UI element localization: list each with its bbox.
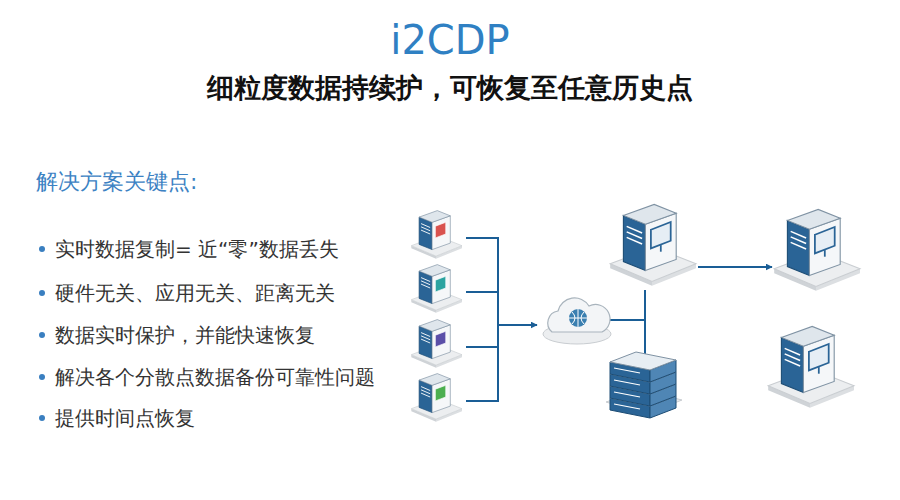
source-server	[411, 265, 462, 313]
subtitle-slot: 细粒度数据持续护，可恢复至任意历史点	[0, 70, 900, 105]
server-symbol	[411, 211, 462, 259]
wire	[466, 400, 499, 402]
source-server	[411, 211, 462, 259]
globe	[569, 309, 587, 327]
cloud-symbol	[543, 298, 611, 344]
bullet-dot	[39, 415, 45, 421]
bullet-item-slot: 实时数据复制= 近“零”数据丢失	[55, 236, 339, 262]
bullet-item: 提供时间点恢复	[55, 405, 195, 431]
storage-symbol	[606, 352, 682, 418]
cloud	[548, 298, 610, 332]
server-symbol	[411, 320, 462, 368]
bullet-item-slot: 硬件无关、应用无关、距离无关	[55, 280, 335, 306]
server-symbol	[411, 265, 462, 313]
bullet-dot	[39, 290, 45, 296]
server-symbol	[768, 326, 854, 407]
subtitle: 细粒度数据持续护，可恢复至任意历史点	[0, 70, 900, 105]
arrow-wire	[698, 266, 772, 268]
app-icon	[435, 276, 445, 292]
disk-slab	[610, 352, 676, 382]
bus-wire	[497, 237, 499, 402]
bullet-dot	[39, 374, 45, 380]
arrow-wire	[498, 324, 537, 326]
bullet-item-slot: 提供时间点恢复	[55, 405, 195, 431]
bullet-item: 数据实时保护，并能快速恢复	[55, 322, 315, 348]
screen-symbol	[815, 227, 835, 257]
server-symbol	[774, 209, 860, 290]
title: i2CDP	[0, 14, 900, 66]
bullet-item: 实时数据复制= 近“零”数据丢失	[55, 236, 339, 262]
bullet-dot	[39, 332, 45, 338]
wire	[466, 346, 499, 348]
globe-lines	[569, 309, 587, 327]
source-server	[411, 374, 462, 422]
bullet-item-slot: 解决各个分散点数据备份可靠性问题	[55, 364, 375, 390]
bullet-item-slot: 数据实时保护，并能快速恢复	[55, 322, 315, 348]
screen-symbol	[809, 344, 829, 374]
app-icon	[435, 331, 445, 347]
wire	[466, 237, 499, 239]
screen-symbol	[651, 222, 671, 252]
source-server	[411, 320, 462, 368]
app-icon	[435, 385, 445, 401]
cdp-server	[610, 204, 696, 285]
server-symbol	[411, 374, 462, 422]
app-icon	[435, 222, 445, 238]
wire	[466, 291, 499, 293]
title-slot: i2CDP	[0, 14, 900, 66]
section-heading: 解决方案关键点:	[36, 168, 197, 197]
server-symbol	[610, 204, 696, 285]
section-heading-slot: 解决方案关键点:	[36, 168, 197, 197]
target-server	[774, 209, 860, 290]
target-server	[768, 326, 854, 407]
wire	[606, 319, 645, 321]
bullet-item: 解决各个分散点数据备份可靠性问题	[55, 364, 375, 390]
bullet-dot	[39, 246, 45, 252]
bullet-item: 硬件无关、应用无关、距离无关	[55, 280, 335, 306]
wire	[644, 290, 646, 356]
